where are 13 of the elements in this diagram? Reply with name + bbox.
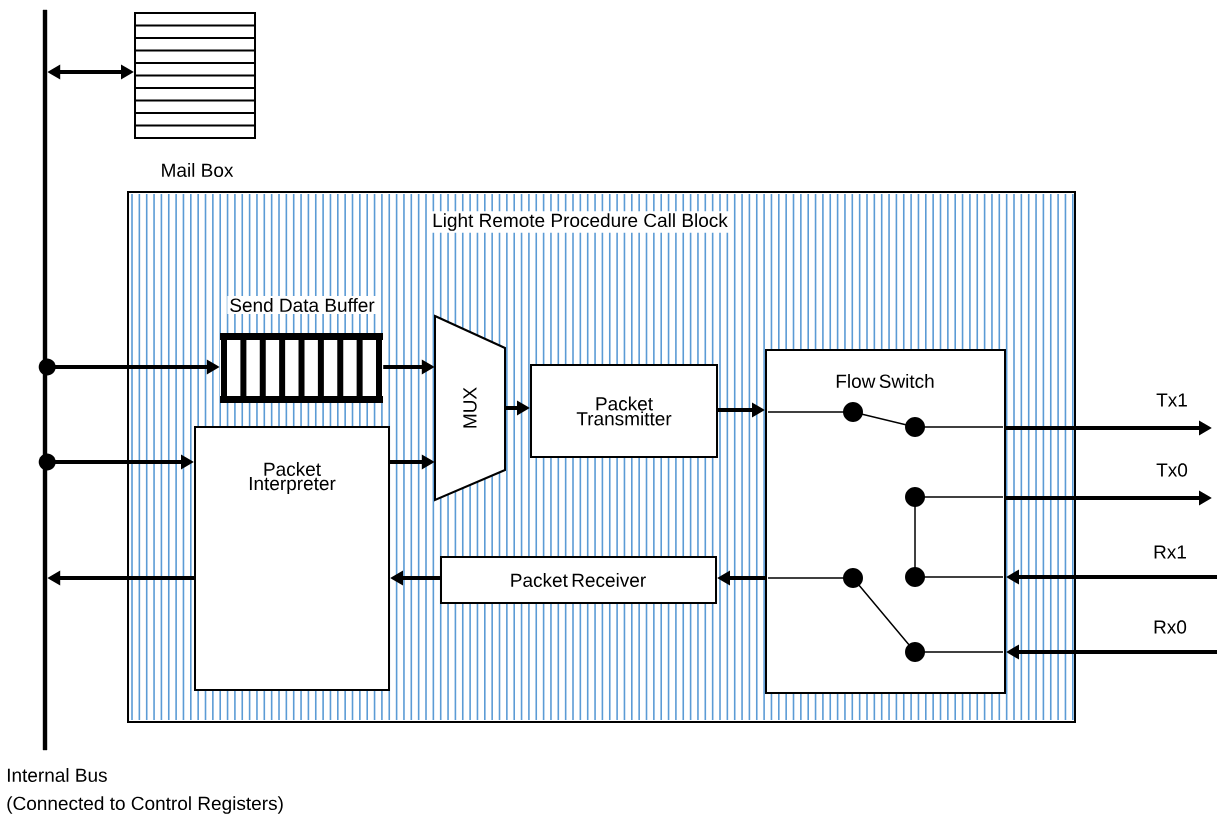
port-label: Rx1: [1154, 545, 1186, 559]
buffer-label: Send Data Buffer: [227, 296, 377, 314]
bus-label: Internal Bus: [7, 768, 107, 782]
process-box: Packet Interpreter: [194, 426, 390, 691]
port-label: Tx0: [1156, 463, 1188, 477]
process-box: Packet Receiver: [440, 556, 717, 604]
bus-label: (Connected to Control Registers): [7, 796, 283, 814]
switch-box: Flow Switch: [765, 349, 1006, 694]
block-title: Light Remote Procedure Call Block: [430, 211, 730, 233]
box-label: Mail Box: [162, 163, 234, 177]
process-box: Packet Transmitter: [530, 364, 718, 458]
port-label: Rx0: [1154, 620, 1187, 634]
port-label: Tx1: [1156, 393, 1187, 407]
